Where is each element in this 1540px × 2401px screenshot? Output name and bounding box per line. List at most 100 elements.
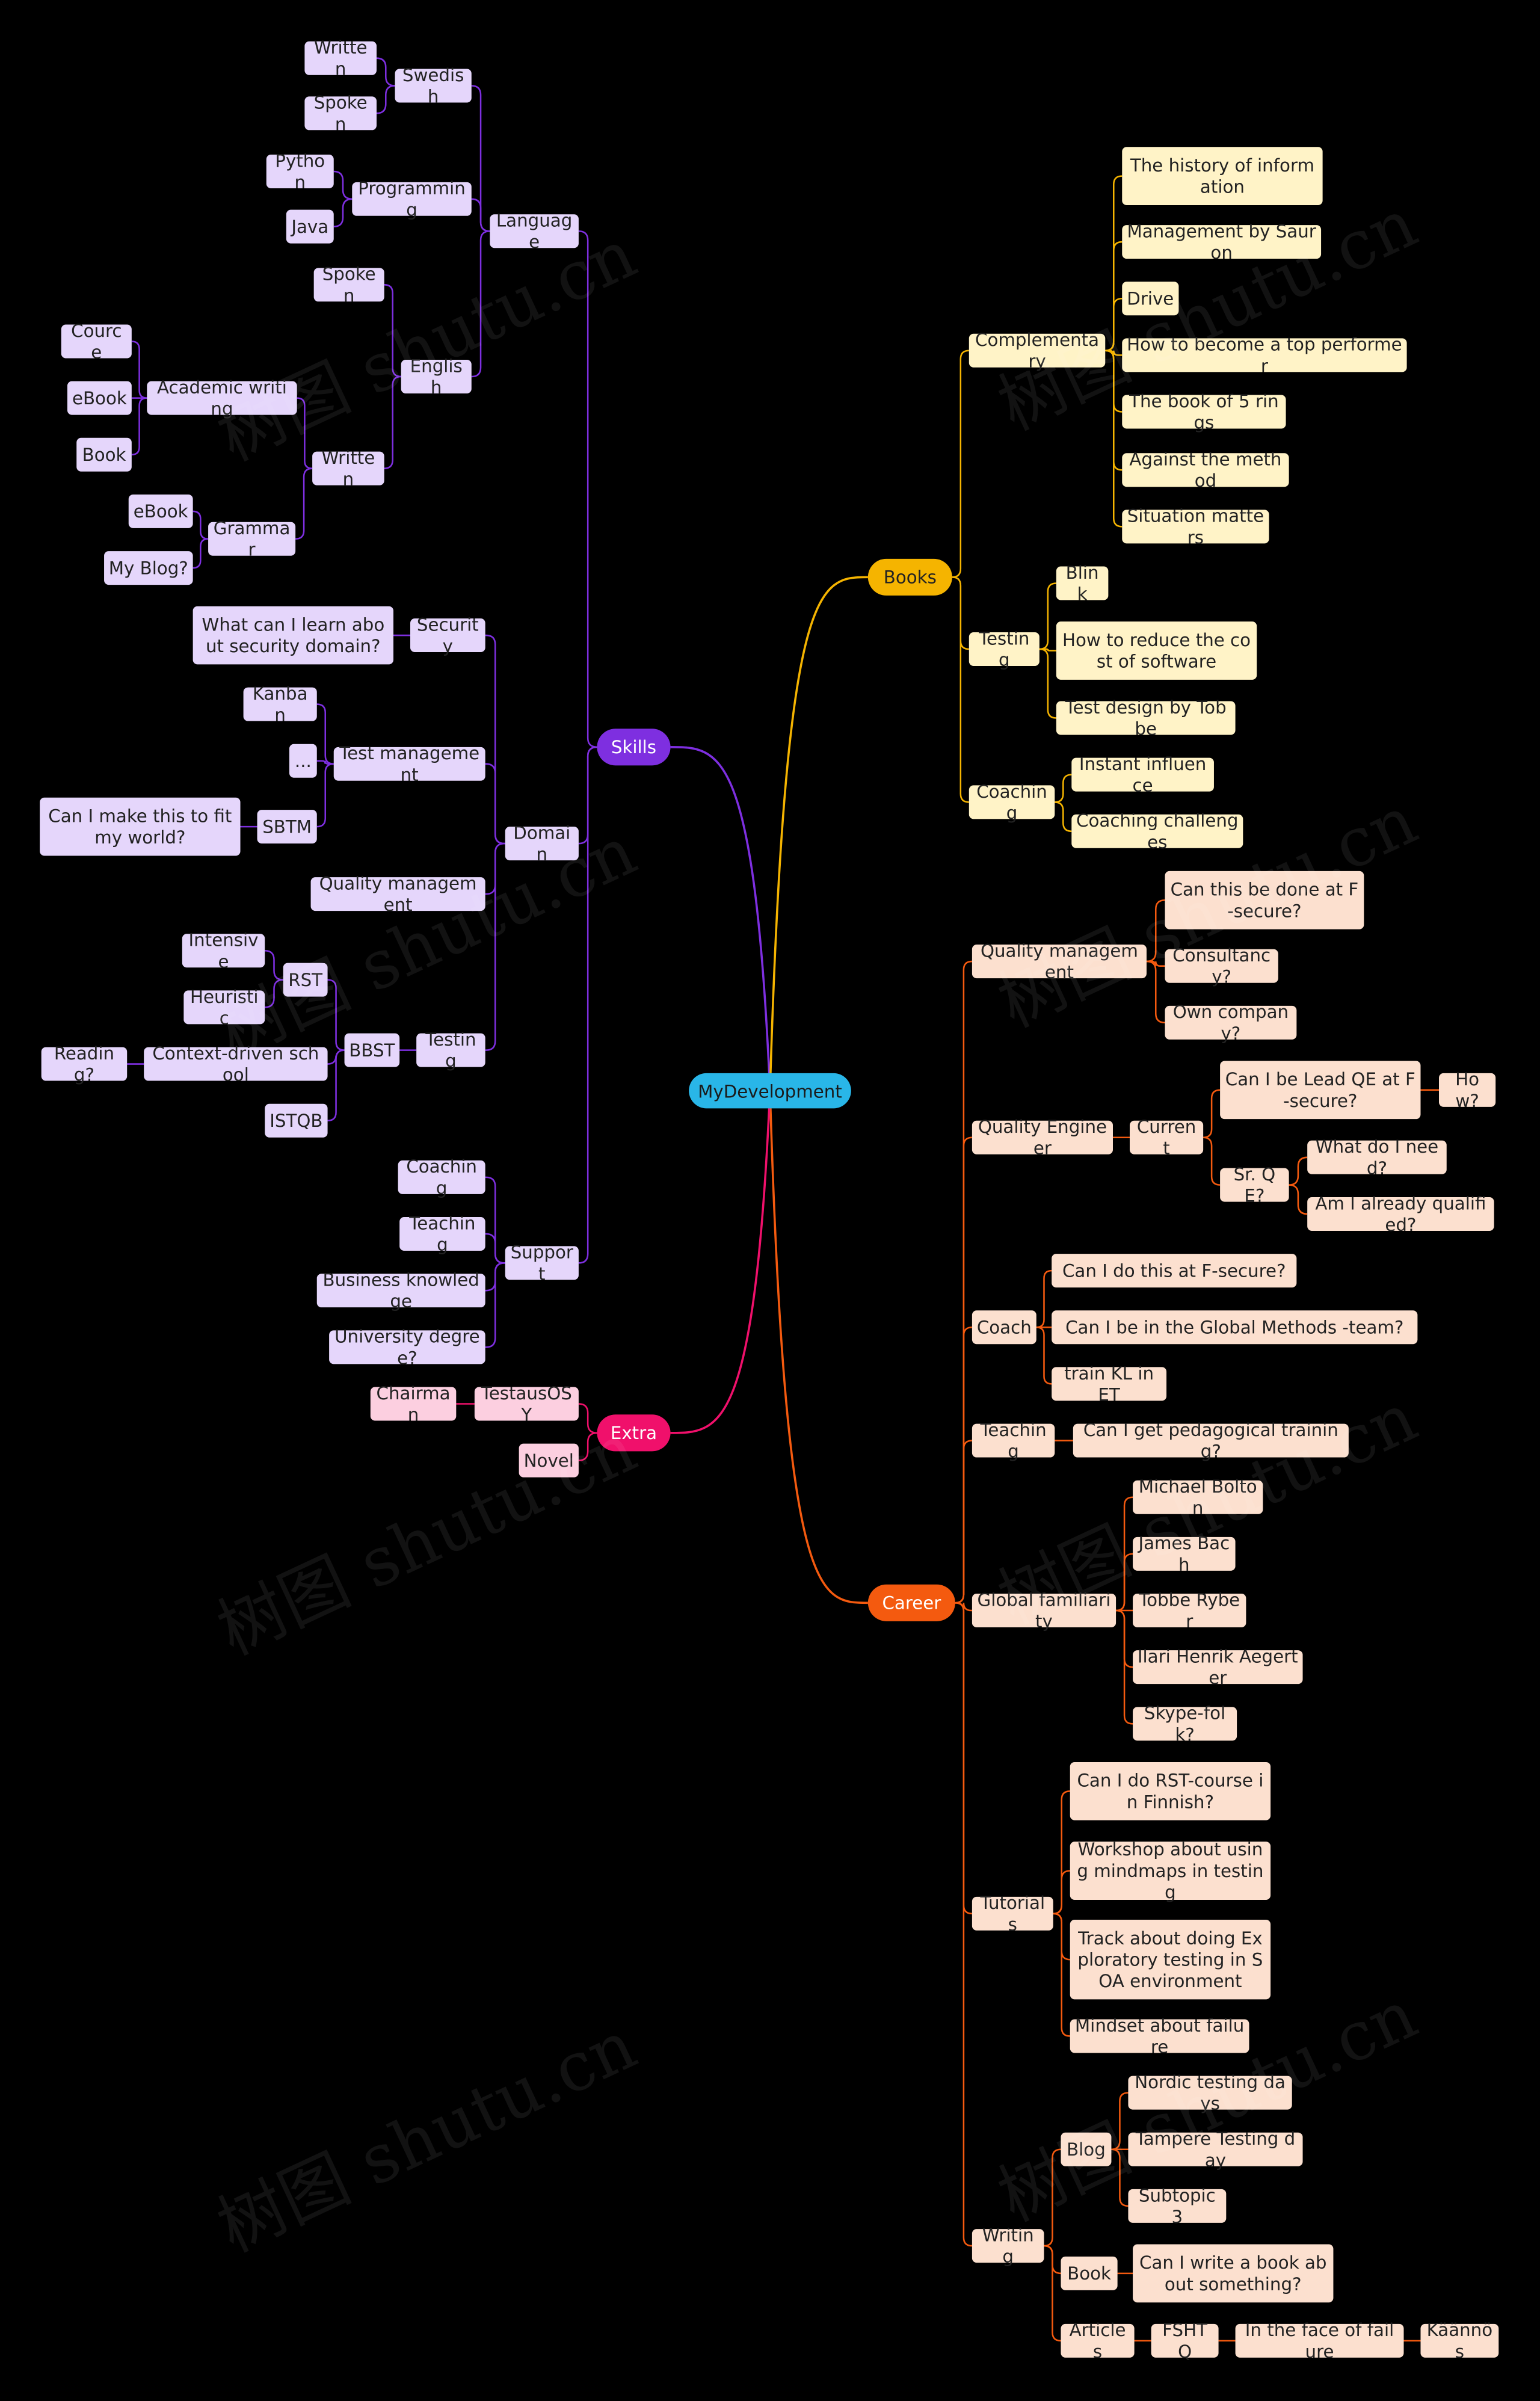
node-coach2[interactable]: Can I be in the Global Methods -team?	[1052, 1310, 1418, 1345]
node-coach1[interactable]: Can I do this at F-secure?	[1052, 1254, 1297, 1288]
node-chairman[interactable]: Chairman	[370, 1382, 457, 1425]
node-istqb[interactable]: ISTQB	[265, 1103, 328, 1138]
node-complementary[interactable]: Complementary	[969, 329, 1106, 372]
node-qe[interactable]: Quality Engineer	[972, 1116, 1113, 1159]
node-s-teaching[interactable]: Teaching	[399, 1212, 485, 1256]
node-dots[interactable]: ...	[289, 744, 317, 778]
node-testdesign[interactable]: Test design by Tobbe	[1056, 697, 1236, 739]
node-global[interactable]: Global familiarity	[972, 1589, 1116, 1632]
node-support[interactable]: Support	[505, 1242, 579, 1284]
node-d-testing[interactable]: Testing	[416, 1029, 485, 1071]
node-kanban[interactable]: Kanban	[243, 683, 317, 726]
node-coachchall[interactable]: Coaching challenges	[1071, 810, 1243, 852]
node-w-book[interactable]: Book	[1061, 2256, 1118, 2290]
node-writing[interactable]: Writing	[972, 2224, 1044, 2267]
node-leadqe[interactable]: Can I be Lead QE at F-secure?	[1220, 1061, 1421, 1120]
node-bk7[interactable]: Situation matters	[1122, 505, 1269, 548]
node-java[interactable]: Java	[286, 209, 334, 244]
node-sec-q[interactable]: What can I learn about security domain?	[192, 606, 393, 665]
node-heuristic[interactable]: Heuristic	[183, 986, 265, 1029]
node-novel[interactable]: Novel	[519, 1443, 579, 1478]
node-whatneed[interactable]: What do I need?	[1307, 1136, 1447, 1179]
node-career[interactable]: Career	[867, 1584, 955, 1621]
node-blog[interactable]: Blog	[1061, 2132, 1112, 2166]
node-coach[interactable]: Coach	[972, 1310, 1036, 1345]
node-bbst[interactable]: BBST	[344, 1033, 400, 1067]
node-sbtm-q[interactable]: Can I make this to fit my world?	[40, 797, 241, 856]
node-sw-spoken[interactable]: Spoken	[304, 92, 377, 135]
node-intensive[interactable]: Intensive	[182, 929, 265, 972]
node-t2[interactable]: Workshop about using mindmaps in testing	[1070, 1839, 1271, 1903]
node-grammar[interactable]: Grammar	[208, 517, 296, 560]
node-sw-written[interactable]: Written	[304, 37, 377, 79]
node-python[interactable]: Python	[266, 150, 334, 193]
node-books[interactable]: Books	[867, 558, 952, 596]
node-s-coaching[interactable]: Coaching	[398, 1156, 485, 1199]
node-myblog[interactable]: My Blog?	[104, 551, 193, 585]
node-root[interactable]: MyDevelopment	[689, 1073, 851, 1109]
node-g4[interactable]: Ilari Henrik Aegerter	[1133, 1646, 1303, 1689]
node-bk4[interactable]: How to become a top performer	[1122, 334, 1407, 377]
node-rst[interactable]: RST	[283, 963, 328, 997]
node-subtopic3[interactable]: Subtopic 3	[1128, 2184, 1227, 2228]
node-coach3[interactable]: train KL in ET	[1052, 1363, 1167, 1405]
node-current[interactable]: Current	[1129, 1116, 1204, 1159]
node-en-written[interactable]: Written	[312, 447, 384, 490]
node-reading[interactable]: Reading?	[41, 1043, 128, 1085]
node-fsecure[interactable]: Can this be done at F-secure?	[1165, 871, 1364, 929]
node-owncompany[interactable]: Own company?	[1165, 1001, 1297, 1044]
node-bk1[interactable]: The history of information	[1122, 147, 1323, 205]
node-tutorials[interactable]: Tutorials	[972, 1892, 1053, 1935]
node-g1[interactable]: Michael Bolton	[1133, 1476, 1263, 1518]
node-sbtm[interactable]: SBTM	[257, 810, 317, 844]
node-unidegree[interactable]: University degree?	[329, 1326, 485, 1369]
node-blink[interactable]: Blink	[1056, 562, 1109, 605]
node-book1[interactable]: Book	[76, 437, 132, 472]
node-kaannos[interactable]: Käännös	[1420, 2319, 1499, 2362]
node-srqe[interactable]: Sr. QE?	[1220, 1164, 1289, 1206]
node-faceoffailure[interactable]: In the face of failure	[1235, 2319, 1404, 2362]
node-c-teaching[interactable]: Teaching	[972, 1419, 1055, 1462]
node-bk5[interactable]: The book of 5 rings	[1122, 390, 1286, 433]
node-cource[interactable]: Cource	[61, 320, 132, 363]
node-articles[interactable]: Articles	[1061, 2319, 1135, 2362]
node-testmgmt[interactable]: Test management	[333, 742, 485, 785]
node-bizknow[interactable]: Business knowledge	[316, 1269, 485, 1312]
node-how[interactable]: How?	[1439, 1068, 1496, 1111]
node-t4[interactable]: Mindset about failure	[1070, 2015, 1249, 2057]
node-writebook[interactable]: Can I write a book about something?	[1133, 2244, 1334, 2303]
node-bk2[interactable]: Management by Sauron	[1122, 220, 1322, 264]
node-cds[interactable]: Context-driven school	[144, 1043, 328, 1085]
node-language[interactable]: Language	[490, 210, 579, 253]
node-ebook2[interactable]: eBook	[128, 494, 193, 528]
node-nordic[interactable]: Nordic testing days	[1128, 2071, 1292, 2114]
node-instant[interactable]: Instant influence	[1071, 753, 1214, 796]
node-g5[interactable]: Skype-folk?	[1133, 1703, 1237, 1745]
node-consultancy[interactable]: Consultancy?	[1165, 945, 1278, 987]
node-english[interactable]: English	[401, 355, 472, 398]
node-extra[interactable]: Extra	[597, 1414, 671, 1452]
node-g2[interactable]: James Bach	[1133, 1532, 1236, 1575]
node-qualitymgmt[interactable]: Quality management	[310, 872, 485, 916]
node-bk6[interactable]: Against the method	[1122, 449, 1289, 492]
node-b-testing[interactable]: Testing	[969, 627, 1040, 671]
node-tampere[interactable]: Tampere Testing day	[1128, 2128, 1303, 2171]
node-skills[interactable]: Skills	[597, 729, 671, 766]
node-t3[interactable]: Track about doing Exploratory testing in…	[1070, 1920, 1271, 2000]
node-b-coaching[interactable]: Coaching	[969, 781, 1055, 824]
node-bk3[interactable]: Drive	[1122, 282, 1179, 316]
node-qualified[interactable]: Am I already qualified?	[1307, 1192, 1494, 1236]
node-programming[interactable]: Programming	[352, 177, 472, 220]
node-en-spoken[interactable]: Spoken	[313, 264, 384, 306]
node-swedish[interactable]: Swedish	[395, 64, 472, 107]
node-g3[interactable]: Tobbe Ryber	[1133, 1589, 1246, 1632]
node-c-qm[interactable]: Quality management	[972, 940, 1147, 983]
node-ebook1[interactable]: eBook	[67, 381, 132, 415]
node-domain[interactable]: Domain	[505, 822, 579, 865]
node-security[interactable]: Security	[410, 614, 485, 657]
node-reducecost[interactable]: How to reduce the cost of software	[1056, 621, 1257, 680]
node-pedagog[interactable]: Can I get pedagogical training?	[1073, 1419, 1349, 1462]
node-fshtq[interactable]: FSHTQ	[1151, 2319, 1219, 2362]
node-academic[interactable]: Academic writing	[147, 377, 297, 419]
node-testausosy[interactable]: TestausOSY	[474, 1382, 579, 1425]
